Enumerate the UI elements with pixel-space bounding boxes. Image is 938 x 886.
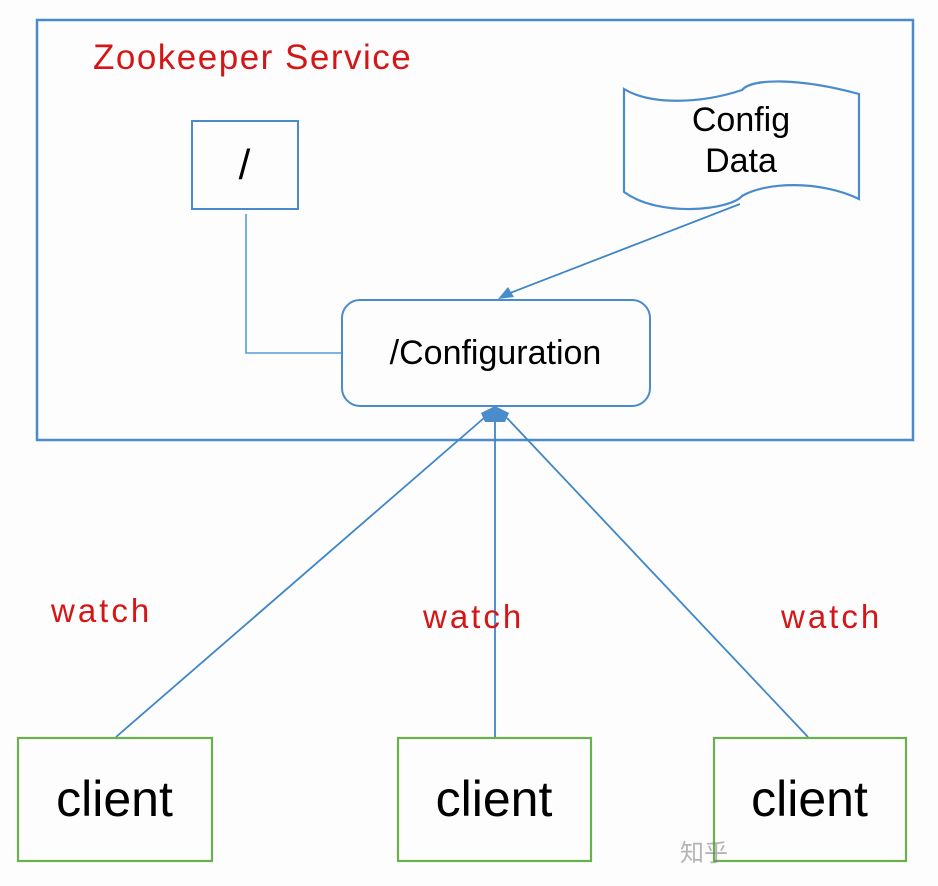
watch-label-1: watch bbox=[51, 592, 153, 629]
client-box-1 bbox=[16, 736, 214, 863]
config-data-line-1: Config bbox=[691, 101, 791, 139]
service-title: Zookeeper Service bbox=[93, 38, 413, 77]
config-data-arrowhead bbox=[498, 287, 514, 299]
client-box-2 bbox=[396, 736, 593, 863]
root-node-label: / bbox=[238, 141, 251, 188]
client-label-3: client bbox=[751, 771, 868, 827]
root-to-configuration-edge bbox=[245, 214, 341, 354]
watch-label-3: watch bbox=[781, 598, 883, 635]
client-label-1: client bbox=[56, 771, 173, 827]
client-box-3 bbox=[712, 736, 908, 863]
clients-arrowhead bbox=[481, 406, 509, 422]
root-node-box bbox=[191, 120, 299, 210]
client-label-2: client bbox=[435, 771, 553, 827]
config-data-label: Config Data bbox=[622, 100, 860, 182]
configuration-node-label: /Configuration bbox=[389, 333, 602, 372]
config-data-to-configuration-edge bbox=[504, 203, 741, 296]
client-1-edge bbox=[115, 417, 485, 738]
configuration-node-box bbox=[341, 299, 651, 407]
config-data-shape bbox=[622, 80, 861, 211]
watch-label-2: watch bbox=[423, 598, 525, 635]
watermark: 知乎 bbox=[680, 840, 728, 867]
config-data-line-2: Data bbox=[705, 142, 777, 180]
client-3-edge bbox=[506, 417, 809, 738]
zookeeper-service-container bbox=[35, 18, 915, 442]
